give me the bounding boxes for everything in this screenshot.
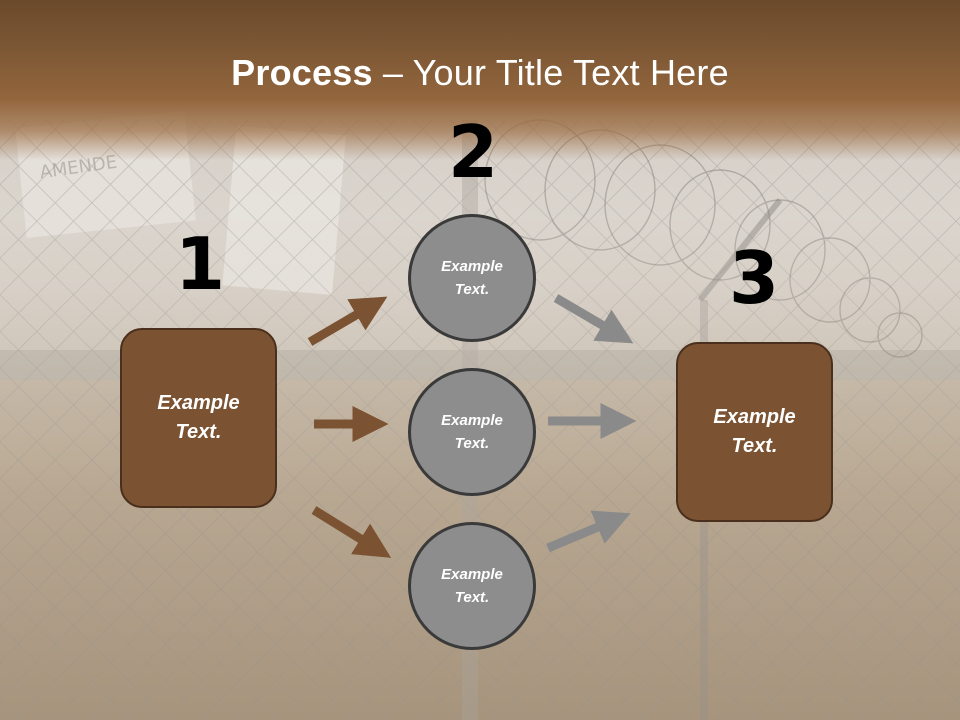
arrow-left-to-bottom (311, 506, 392, 558)
title-band (0, 0, 960, 160)
arrow-left-to-top (307, 296, 388, 346)
circle-bottom-line1: Example (441, 566, 503, 583)
step-number-1: 1 (174, 222, 226, 306)
circle-top-line1: Example (441, 258, 503, 275)
slide-title: Process – Your Title Text Here (0, 52, 960, 94)
step-number-3: 3 (728, 236, 780, 320)
circle-middle: Example Text. (408, 368, 536, 496)
circle-middle-line1: Example (441, 412, 503, 429)
left-process-box: Example Text. (120, 328, 277, 508)
arrow-top-to-right (553, 294, 634, 344)
right-box-line2: Text. (731, 435, 778, 457)
circle-top-line2: Text. (454, 281, 490, 298)
title-bold: Process (231, 52, 373, 93)
left-box-line2: Text. (175, 421, 222, 443)
right-process-box: Example Text. (676, 342, 833, 522)
circle-bottom: Example Text. (408, 522, 536, 650)
left-box-line1: Example (157, 392, 240, 414)
right-box-line1: Example (713, 406, 796, 428)
step-number-2: 2 (447, 110, 499, 194)
title-rest: – Your Title Text Here (372, 52, 729, 93)
circle-middle-line2: Text. (454, 435, 490, 452)
circle-bottom-line2: Text. (454, 589, 490, 606)
arrow-bottom-to-right (546, 510, 631, 553)
circle-top: Example Text. (408, 214, 536, 342)
